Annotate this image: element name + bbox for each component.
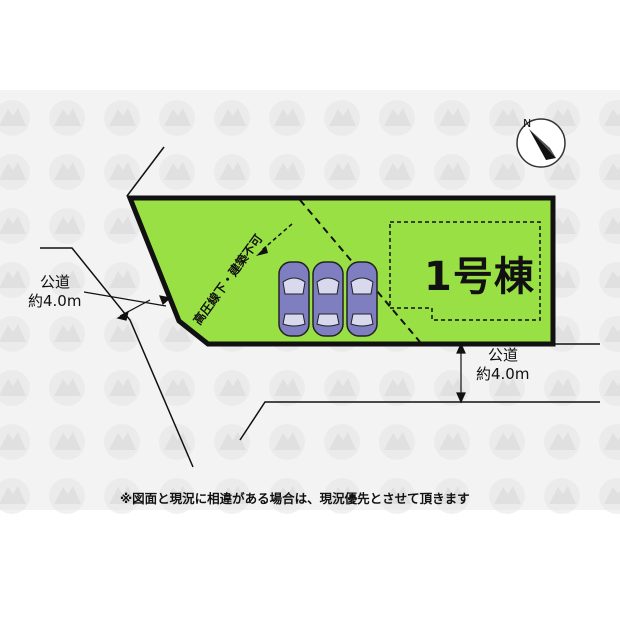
seibu-mountain-logo-icon bbox=[599, 262, 620, 298]
seibu-mountain-logo-icon bbox=[544, 424, 580, 460]
high-voltage-line bbox=[299, 199, 421, 343]
road-label-west-name: 公道 bbox=[40, 273, 71, 291]
north-arrow-icon bbox=[529, 129, 556, 160]
no-build-arrow bbox=[256, 223, 293, 256]
road-width-arrow-west bbox=[83, 291, 172, 321]
seibu-mountain-logo-icon bbox=[214, 478, 250, 514]
seibu-mountain-logo-icon bbox=[379, 478, 415, 514]
seibu-mountain-logo-icon bbox=[104, 316, 140, 352]
road-width-arrow-south bbox=[456, 342, 466, 404]
parking-spaces bbox=[278, 261, 378, 337]
seibu-mountain-logo-icon bbox=[324, 478, 360, 514]
seibu-mountain-logo-icon bbox=[104, 478, 140, 514]
seibu-mountain-logo-icon bbox=[599, 424, 620, 460]
seibu-mountain-logo-icon bbox=[49, 154, 85, 190]
seibu-mountain-logo-icon bbox=[544, 478, 580, 514]
seibu-mountain-logo-icon bbox=[159, 100, 195, 136]
building-footprint bbox=[389, 221, 541, 321]
seibu-mountain-logo-icon bbox=[324, 154, 360, 190]
compass-north-label: N bbox=[523, 117, 531, 130]
seibu-mountain-logo-icon bbox=[0, 370, 30, 406]
seibu-mountain-logo-icon bbox=[49, 424, 85, 460]
seibu-mountain-logo-icon bbox=[434, 100, 470, 136]
seibu-mountain-logo-icon bbox=[489, 154, 525, 190]
seibu-mountain-logo-icon bbox=[104, 100, 140, 136]
seibu-mountain-logo-icon bbox=[49, 478, 85, 514]
seibu-mountain-logo-icon bbox=[434, 478, 470, 514]
seibu-mountain-logo-icon bbox=[379, 100, 415, 136]
road-label-south-name: 公道 bbox=[488, 346, 519, 364]
road-label-south-width: 約4.0m bbox=[476, 365, 530, 383]
seibu-mountain-logo-icon bbox=[104, 208, 140, 244]
seibu-mountain-logo-icon bbox=[0, 316, 30, 352]
car-icon bbox=[312, 261, 344, 337]
seibu-mountain-logo-icon bbox=[104, 424, 140, 460]
seibu-mountain-logo-icon bbox=[324, 424, 360, 460]
seibu-mountain-logo-icon bbox=[0, 424, 30, 460]
seibu-mountain-logo-icon bbox=[104, 262, 140, 298]
road-label-west: 公道 約4.0m bbox=[28, 273, 81, 311]
seibu-mountain-logo-icon bbox=[269, 370, 305, 406]
seibu-mountain-logo-icon bbox=[269, 478, 305, 514]
car-icon bbox=[278, 261, 310, 337]
seibu-mountain-logo-icon bbox=[379, 154, 415, 190]
seibu-mountain-logo-icon bbox=[214, 154, 250, 190]
seibu-mountain-logo-icon bbox=[214, 100, 250, 136]
seibu-mountain-logo-icon bbox=[159, 370, 195, 406]
seibu-mountain-logo-icon bbox=[49, 100, 85, 136]
seibu-mountain-logo-icon bbox=[0, 208, 30, 244]
seibu-mountain-logo-icon bbox=[379, 370, 415, 406]
seibu-mountain-logo-icon bbox=[214, 370, 250, 406]
compass: N bbox=[516, 117, 566, 168]
seibu-mountain-logo-icon bbox=[0, 262, 30, 298]
seibu-mountain-logo-icon bbox=[489, 424, 525, 460]
seibu-mountain-logo-icon bbox=[379, 424, 415, 460]
seibu-mountain-logo-icon bbox=[544, 370, 580, 406]
seibu-mountain-logo-icon bbox=[269, 424, 305, 460]
seibu-mountain-logo-icon bbox=[599, 316, 620, 352]
disclaimer-note: ※図面と現況に相違がある場合は、現況優先とさせて頂きます bbox=[120, 491, 470, 506]
seibu-mountain-logo-icon bbox=[489, 100, 525, 136]
road-lines bbox=[40, 146, 600, 468]
road-label-west-width: 約4.0m bbox=[28, 292, 82, 310]
seibu-mountain-logo-icon bbox=[434, 154, 470, 190]
seibu-mountain-logo-icon bbox=[489, 370, 525, 406]
car-icon bbox=[346, 261, 378, 337]
seibu-mountain-logo-icon bbox=[49, 370, 85, 406]
seibu-mountain-logo-icon bbox=[434, 370, 470, 406]
seibu-mountain-logo-icon bbox=[324, 370, 360, 406]
seibu-mountain-logo-icon bbox=[49, 262, 85, 298]
seibu-mountain-logo-icon bbox=[49, 316, 85, 352]
seibu-mountain-logo-icon bbox=[489, 478, 525, 514]
seibu-mountain-logo-icon bbox=[324, 100, 360, 136]
seibu-mountain-logo-icon bbox=[434, 424, 470, 460]
seibu-mountain-logo-icon bbox=[599, 478, 620, 514]
seibu-mountain-logo-icon bbox=[104, 370, 140, 406]
seibu-mountain-logo-icon bbox=[599, 100, 620, 136]
seibu-mountain-logo-icon bbox=[599, 154, 620, 190]
seibu-mountain-logo-icon bbox=[599, 370, 620, 406]
seibu-mountain-logo-icon bbox=[269, 154, 305, 190]
building-label: 1号棟 bbox=[424, 254, 535, 300]
seibu-mountain-logo-icon bbox=[269, 100, 305, 136]
seibu-mountain-logo-icon bbox=[0, 154, 30, 190]
seibu-mountain-logo-icon bbox=[214, 424, 250, 460]
seibu-mountain-logo-icon bbox=[159, 478, 195, 514]
seibu-mountain-logo-icon bbox=[104, 154, 140, 190]
seibu-mountain-logo-icon bbox=[0, 100, 30, 136]
seibu-mountain-logo-icon bbox=[159, 154, 195, 190]
road-label-south: 公道 約4.0m bbox=[476, 346, 529, 384]
seibu-mountain-logo-icon bbox=[599, 208, 620, 244]
seibu-mountain-logo-icon bbox=[49, 208, 85, 244]
seibu-mountain-logo-icon bbox=[0, 478, 30, 514]
